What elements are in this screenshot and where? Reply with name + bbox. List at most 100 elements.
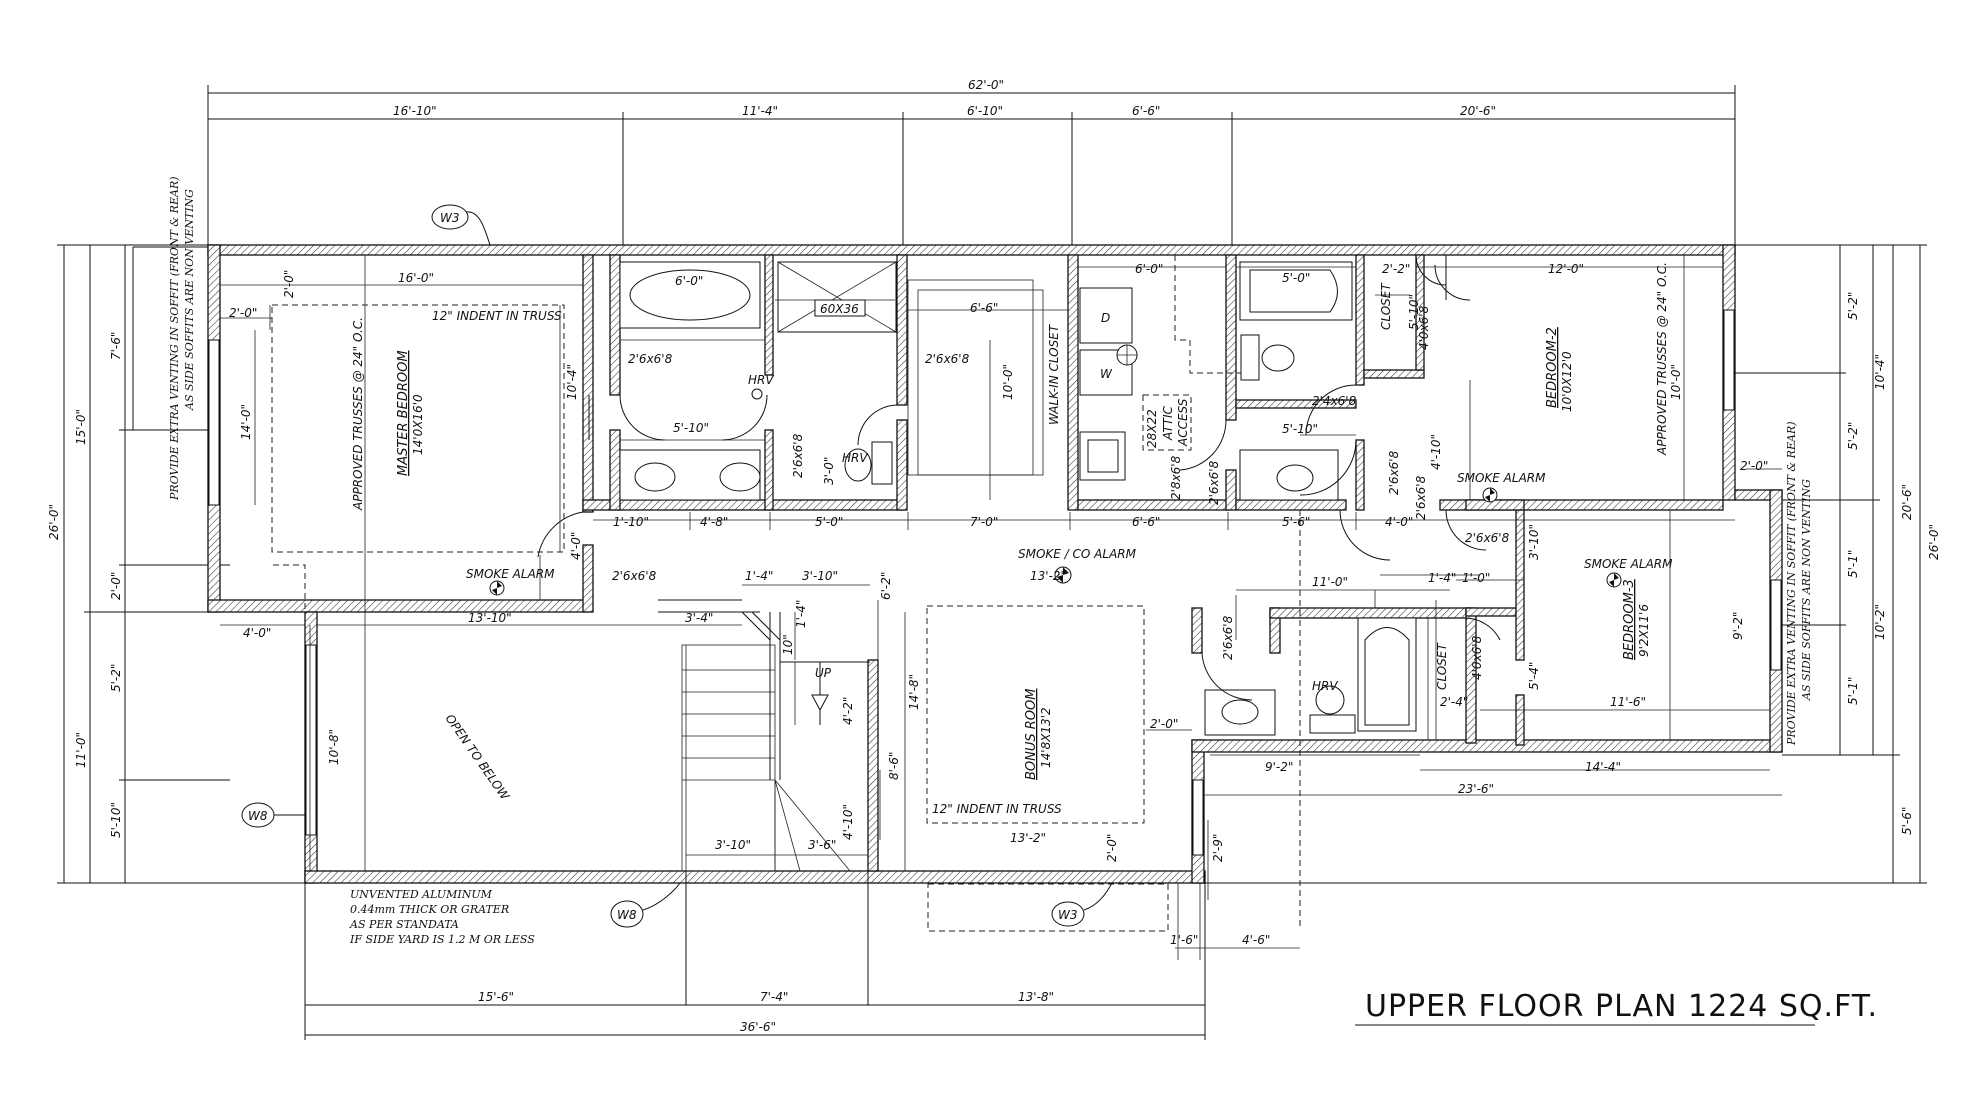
window-tag-w8-bottom: W8 <box>610 882 681 928</box>
aluminum-note: UNVENTED ALUMINUM 0.44mm THICK OR GRATER… <box>349 888 535 946</box>
svg-text:14'-8": 14'-8" <box>907 674 921 710</box>
vent-note-right-1: AS SIDE SOFFITS ARE NON VENTING <box>1800 479 1813 701</box>
dim-top-2: 6'-10" <box>967 104 1003 118</box>
svg-text:8'-6": 8'-6" <box>887 752 901 780</box>
svg-text:AS PER STANDATA: AS PER STANDATA <box>349 918 459 931</box>
dim-right-win-0: 5'-2" <box>1846 292 1860 320</box>
dim-right-outer: 26'-0" <box>1927 524 1941 560</box>
svg-text:3'-6": 3'-6" <box>808 838 836 852</box>
smoke-alarm-bed2: SMOKE ALARM <box>1457 471 1546 485</box>
svg-text:2'-0": 2'-0" <box>1150 717 1178 731</box>
svg-text:2'-4": 2'-4" <box>1440 695 1468 709</box>
bedroom-2-name: BEDROOM-2 <box>1545 327 1560 408</box>
dim-right-inner-0: 10'-4" <box>1873 354 1887 390</box>
svg-text:IF SIDE YARD IS 1.2 M OR LESS: IF SIDE YARD IS 1.2 M OR LESS <box>349 933 535 946</box>
dim-bottom-total: 36'-6" <box>740 1020 776 1034</box>
bedroom-2-size: 10'0X12'0 <box>1560 351 1574 412</box>
svg-text:2'-0": 2'-0" <box>1740 459 1768 473</box>
svg-text:11'-0": 11'-0" <box>1312 575 1348 589</box>
svg-text:2'6x6'8: 2'6x6'8 <box>1465 531 1510 545</box>
svg-text:12'-0": 12'-0" <box>1548 262 1584 276</box>
right-dimensions: 26'-0" 20'-6" 5'-6" 10'-4" 10'-2" 5'-2" … <box>1200 244 1941 884</box>
bedroom-3-name: BEDROOM-3 <box>1622 579 1637 660</box>
dim-left-outer: 26'-0" <box>47 504 61 540</box>
svg-text:5'-4": 5'-4" <box>1527 662 1541 690</box>
interior-dim-text: 16'-0" 2'-0" 2'-0" 14'-0" 10'-4" 4'-0" 4… <box>229 262 1768 947</box>
svg-text:10'-0": 10'-0" <box>1669 364 1683 400</box>
dim-left-mid-0: 15'-0" <box>74 409 88 445</box>
window-tag-w3-bottom: W3 <box>1051 882 1113 927</box>
svg-text:6'-0": 6'-0" <box>675 274 703 288</box>
svg-text:4'-8": 4'-8" <box>700 515 728 529</box>
svg-text:6'-2": 6'-2" <box>879 572 893 600</box>
svg-text:W3: W3 <box>440 211 460 225</box>
svg-text:2'-0": 2'-0" <box>229 306 257 320</box>
smoke-alarm-bed3: SMOKE ALARM <box>1584 557 1673 571</box>
svg-text:4'0x6'8: 4'0x6'8 <box>1470 635 1484 680</box>
vent-note-left-0: PROVIDE EXTRA VENTING IN SOFFIT (FRONT &… <box>168 176 181 501</box>
plan-title-text: UPPER FLOOR PLAN 1224 SQ.FT. <box>1365 989 1878 1024</box>
staircase: UP <box>658 599 870 872</box>
svg-text:10'-8": 10'-8" <box>327 729 341 765</box>
dim-left-inner-0: 7'-6" <box>109 332 123 360</box>
svg-text:UNVENTED ALUMINUM: UNVENTED ALUMINUM <box>350 888 493 901</box>
svg-text:W3: W3 <box>1058 908 1078 922</box>
svg-text:23'-6": 23'-6" <box>1458 782 1494 796</box>
svg-text:4'-10": 4'-10" <box>1429 434 1443 470</box>
svg-text:5'-0": 5'-0" <box>815 515 843 529</box>
smoke-alarm-master: SMOKE ALARM <box>466 567 555 581</box>
left-dimensions: 26'-0" 15'-0" 11'-0" 7'-6" 2'-0" 5'-2" 5… <box>47 176 310 884</box>
svg-text:3'-10": 3'-10" <box>715 838 751 852</box>
truss-indent-top: 12" INDENT IN TRUSS <box>432 309 562 323</box>
svg-text:1'-4": 1'-4" <box>794 600 808 628</box>
window-tag-w3-top: W3 <box>431 204 491 246</box>
master-bedroom-name: MASTER BEDROOM <box>396 350 411 476</box>
svg-text:4'0x6'8: 4'0x6'8 <box>1417 305 1431 350</box>
plan-title: UPPER FLOOR PLAN 1224 SQ.FT. <box>1355 989 1878 1026</box>
svg-text:2'6x6'8: 2'6x6'8 <box>1387 450 1401 495</box>
svg-text:13'-2": 13'-2" <box>1030 569 1066 583</box>
svg-text:W8: W8 <box>248 809 268 823</box>
walk-in-closet-label: WALK-IN CLOSET <box>1047 323 1061 425</box>
fixtures: 60X36 D W 28X22 ATTIC ACCESS <box>619 261 1429 740</box>
svg-text:14'-0": 14'-0" <box>239 404 253 440</box>
doors <box>537 254 1501 701</box>
hrv-ensuite: HRV <box>842 451 868 465</box>
shower-size: 60X36 <box>820 302 859 316</box>
interior-dim-lines <box>220 255 1782 960</box>
svg-text:2'6x6'8: 2'6x6'8 <box>612 569 657 583</box>
svg-text:13'-10": 13'-10" <box>468 611 512 625</box>
svg-text:1'-0": 1'-0" <box>1462 571 1490 585</box>
svg-text:14'-4": 14'-4" <box>1585 760 1621 774</box>
svg-text:2'-9": 2'-9" <box>1211 834 1225 862</box>
vent-note-left-1: AS SIDE SOFFITS ARE NON VENTING <box>183 189 196 411</box>
dim-left-inner-3: 5'-10" <box>109 802 123 838</box>
svg-text:2'6x6'8: 2'6x6'8 <box>1221 615 1235 660</box>
svg-text:2'4x6'8: 2'4x6'8 <box>1312 394 1357 408</box>
svg-text:5'-10": 5'-10" <box>1282 422 1318 436</box>
window-tag-w8-left: W8 <box>241 802 305 828</box>
windows <box>208 309 1782 856</box>
truss-indent-bonus: 12" INDENT IN TRUSS <box>932 802 1062 816</box>
svg-text:4'-0": 4'-0" <box>243 626 271 640</box>
closet-bed2: CLOSET <box>1379 282 1393 330</box>
svg-text:7'-0": 7'-0" <box>970 515 998 529</box>
bonus-room-name: BONUS ROOM <box>1024 689 1039 781</box>
svg-text:13'-2": 13'-2" <box>1010 831 1046 845</box>
svg-text:16'-0": 16'-0" <box>398 271 434 285</box>
alarms: SMOKE ALARM SMOKE / CO ALARM SMOKE ALARM… <box>466 373 1673 693</box>
hrv-master: HRV <box>748 373 774 387</box>
dim-bottom-0: 15'-6" <box>478 990 514 1004</box>
svg-text:2'8x6'8: 2'8x6'8 <box>1169 455 1183 500</box>
dim-left-inner-2: 5'-2" <box>109 664 123 692</box>
svg-text:6'-6": 6'-6" <box>1132 515 1160 529</box>
dim-left-mid-1: 11'-0" <box>74 732 88 768</box>
dim-top-4: 20'-6" <box>1460 104 1496 118</box>
svg-text:10'-4": 10'-4" <box>565 364 579 400</box>
attic-access-label: ACCESS <box>1176 398 1190 447</box>
svg-text:10'-0": 10'-0" <box>1001 364 1015 400</box>
svg-text:5'-10": 5'-10" <box>673 421 709 435</box>
svg-text:9'-2": 9'-2" <box>1265 760 1293 774</box>
dim-right-mid-0: 20'-6" <box>1900 484 1914 520</box>
